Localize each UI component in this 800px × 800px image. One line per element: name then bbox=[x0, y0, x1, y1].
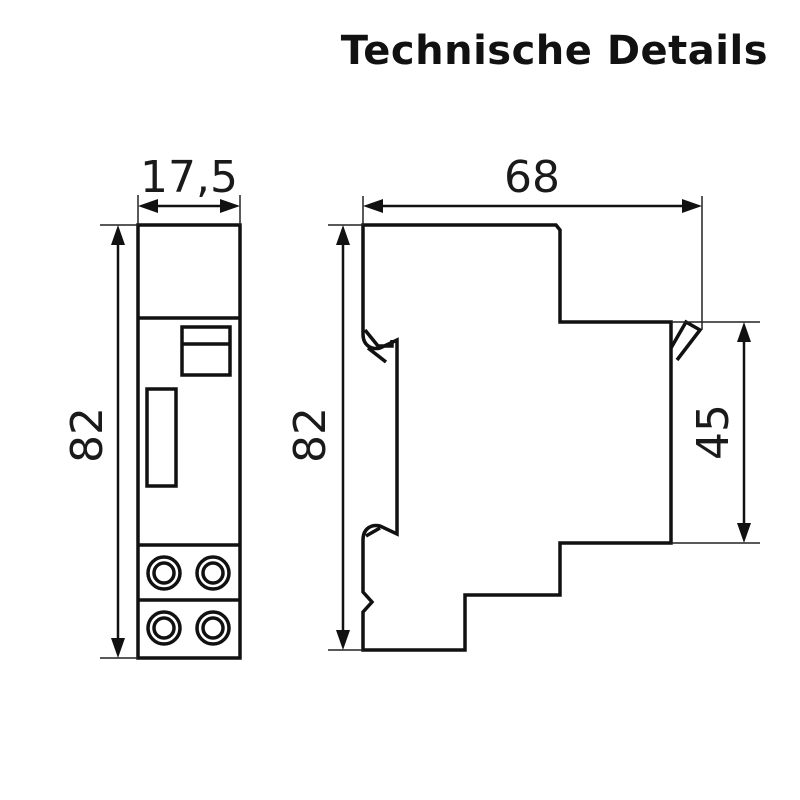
dimension-side-height: 82 bbox=[285, 224, 363, 651]
terminal-screw bbox=[146, 555, 182, 591]
dimension-front-width: 17,5 bbox=[137, 152, 241, 225]
terminal-screw bbox=[146, 610, 182, 646]
dimension-side-neck-height: 45 bbox=[671, 321, 760, 544]
terminal-screw bbox=[195, 610, 231, 646]
din-clip-upper bbox=[363, 328, 394, 348]
din-clip-latch bbox=[366, 346, 388, 364]
side-view: 68 82 45 bbox=[285, 152, 760, 652]
dimension-label-front-width: 17,5 bbox=[140, 152, 238, 203]
dimension-front-height: 82 bbox=[62, 224, 138, 659]
dimension-label-side-width: 68 bbox=[504, 152, 560, 203]
front-indicator-window bbox=[180, 325, 232, 377]
din-clip-lower bbox=[365, 526, 381, 538]
front-view: 17,5 82 bbox=[62, 152, 242, 660]
dimension-label-side-height: 82 bbox=[285, 407, 336, 463]
dimension-side-width: 68 bbox=[362, 152, 703, 330]
side-lever bbox=[669, 319, 703, 362]
front-label-slot bbox=[145, 387, 178, 488]
page-title: Technische Details bbox=[340, 28, 768, 74]
dimension-label-front-height: 82 bbox=[62, 407, 113, 463]
front-body-outline bbox=[136, 223, 242, 660]
side-body-outline bbox=[361, 223, 673, 652]
dimension-label-side-neck-height: 45 bbox=[688, 404, 739, 460]
terminal-screw bbox=[195, 555, 231, 591]
